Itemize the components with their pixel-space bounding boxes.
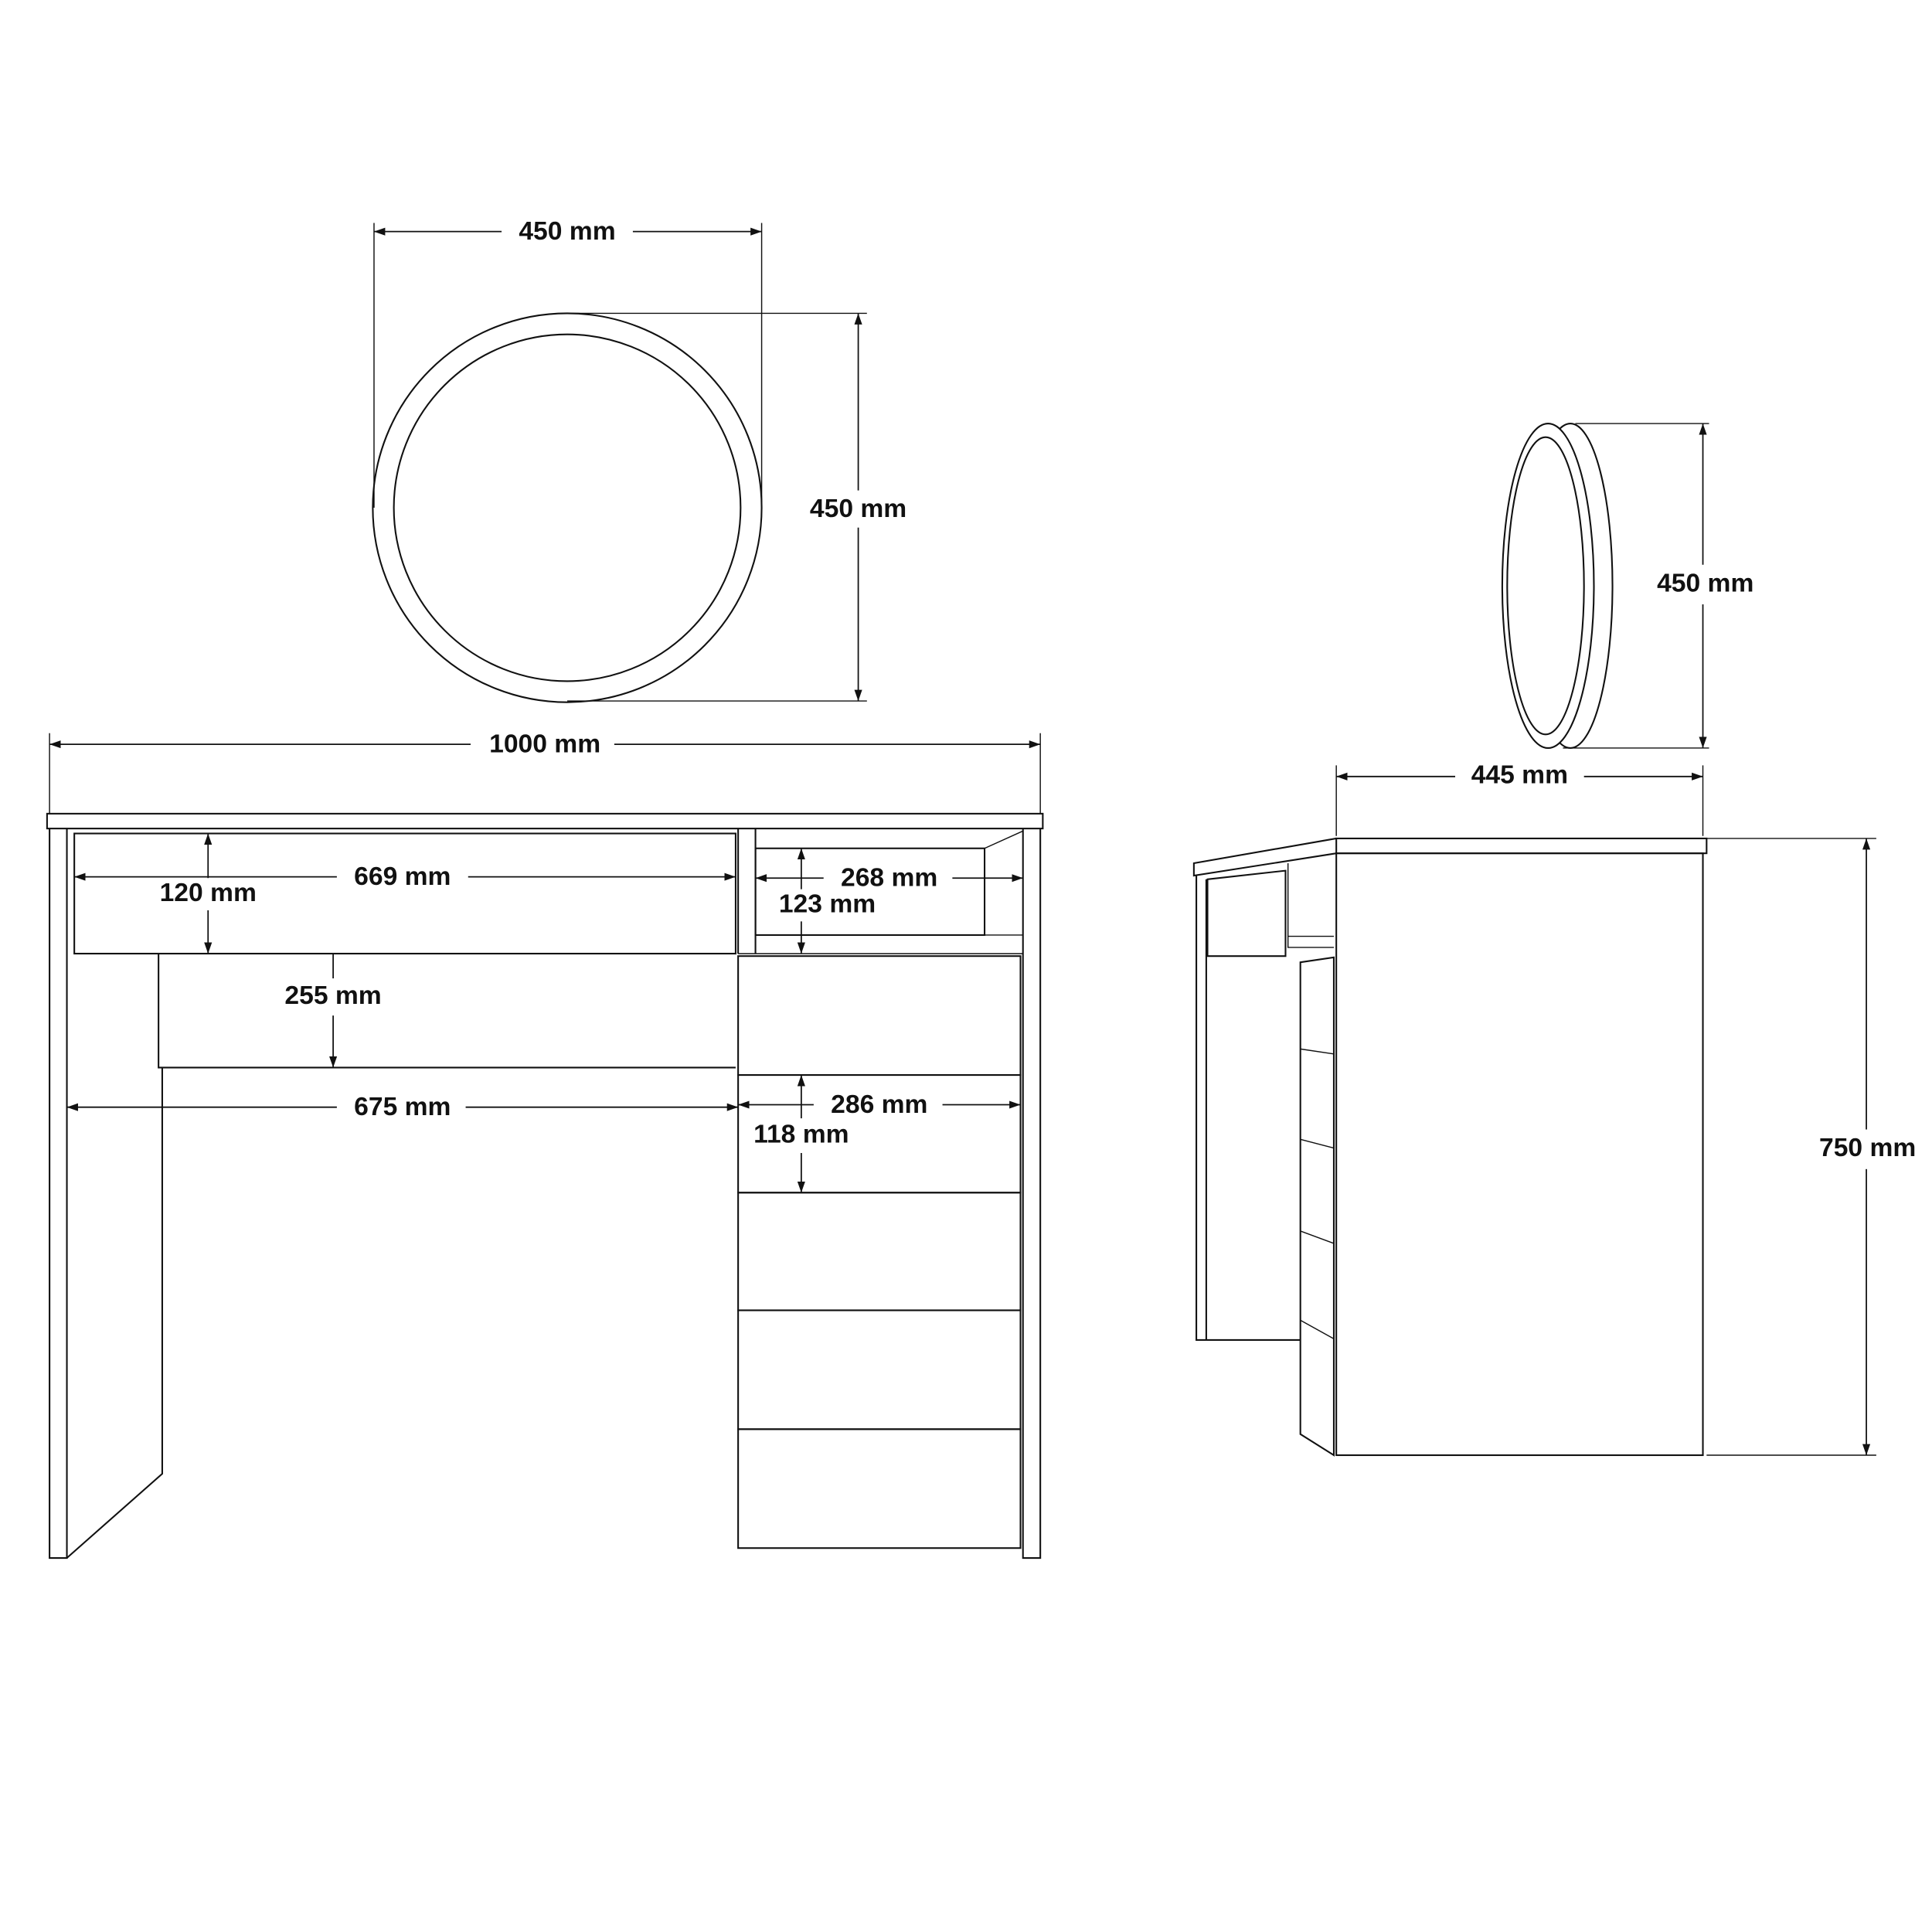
drawer-height-label: 118 mm	[753, 1120, 849, 1148]
drawer-width-label: 286 mm	[831, 1090, 927, 1119]
side-mirror-height-label: 450 mm	[1657, 569, 1753, 597]
front-desk: 1000 mm 669 mm 120 mm 268 mm	[46, 728, 1044, 1560]
niche-width-label: 268 mm	[841, 864, 937, 893]
knee-space-width-label: 675 mm	[354, 1093, 451, 1121]
top-drawer-width-label: 669 mm	[354, 862, 451, 891]
front-mirror: 450 mm 450 mm	[372, 215, 924, 703]
depth-label: 445 mm	[1471, 761, 1568, 790]
desk-width-label: 1000 mm	[489, 730, 600, 759]
height-label: 750 mm	[1819, 1134, 1916, 1162]
side-desk: 445 mm 750 mm	[1192, 759, 1931, 1457]
side-panel	[1335, 852, 1704, 1457]
niche-height-label: 123 mm	[779, 889, 876, 918]
mirror-width-label: 450 mm	[519, 217, 615, 246]
side-mirror: 450 mm	[1501, 423, 1770, 749]
desktop-slab	[46, 812, 1044, 830]
top-drawer-height-label: 120 mm	[160, 879, 257, 907]
mirror-height-label: 450 mm	[810, 495, 906, 523]
shelf-height-label: 255 mm	[284, 981, 381, 1010]
top-drawer	[73, 832, 736, 955]
drawer-stack	[737, 955, 1022, 1549]
